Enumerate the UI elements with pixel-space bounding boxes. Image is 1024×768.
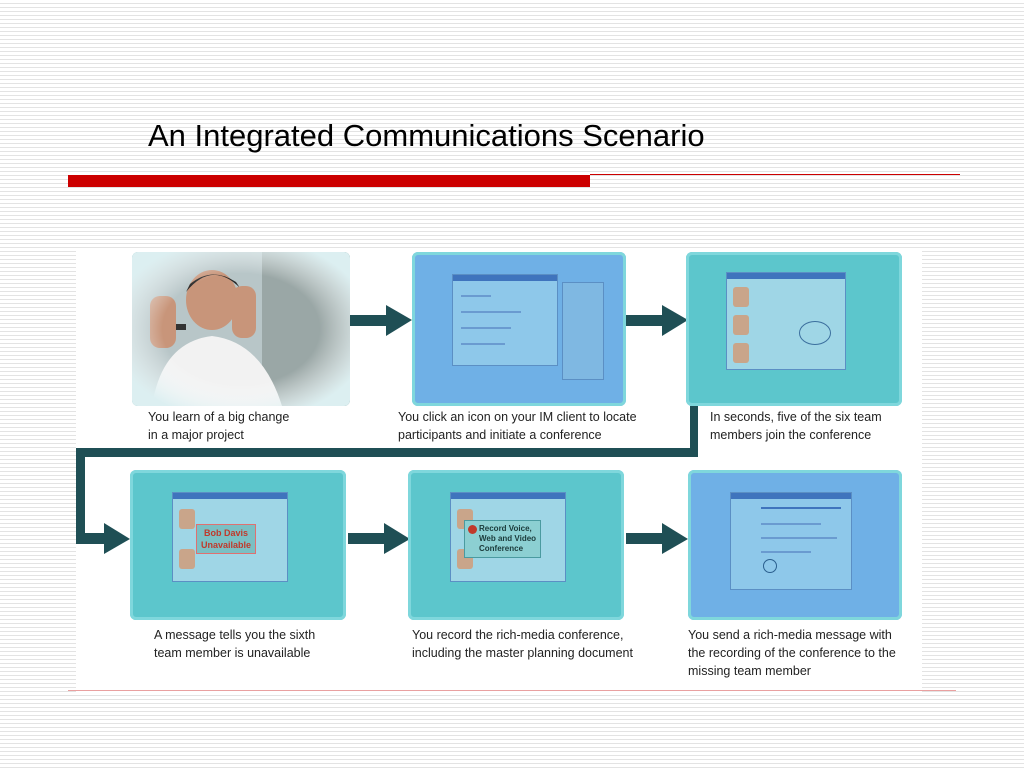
conference-icon xyxy=(799,321,831,345)
title-underline-thin xyxy=(590,174,960,175)
participant-avatar xyxy=(179,549,195,569)
person-on-phone-photo xyxy=(132,252,350,406)
step3-caption-line2: members join the conference xyxy=(710,428,872,442)
step5-caption: You record the rich-media conference, in… xyxy=(412,626,633,662)
scenario-diagram: You learn of a big change in a major pro… xyxy=(76,248,922,692)
connector-horizontal xyxy=(76,448,698,457)
step5-screenshot-panel: Record Voice, Web and Video Conference xyxy=(408,470,624,620)
participant-avatar xyxy=(733,315,749,335)
arrow-into-step4 xyxy=(76,533,106,544)
connector-vertical-left xyxy=(76,448,85,540)
unavailable-notice-status: Unavailable xyxy=(201,540,252,550)
step3-caption: In seconds, five of the six team members… xyxy=(710,408,882,444)
arrow-step1-to-step2-head xyxy=(386,305,412,336)
bottom-divider xyxy=(68,690,956,691)
record-notice-line3: Conference xyxy=(479,544,524,553)
connector-vertical-right xyxy=(690,406,698,450)
conference-window xyxy=(726,272,846,370)
slide-title: An Integrated Communications Scenario xyxy=(148,118,705,153)
step4-caption-line1: A message tells you the sixth xyxy=(154,628,316,642)
step3-screenshot-panel xyxy=(686,252,902,406)
record-notice-line2: Web and Video xyxy=(479,534,537,543)
step4-screenshot-panel: Bob Davis Unavailable xyxy=(130,470,346,620)
unavailable-notice-name: Bob Davis xyxy=(204,528,249,538)
step2-caption: You click an icon on your IM client to l… xyxy=(398,408,637,444)
im-client-window xyxy=(452,274,558,366)
record-notice-line1: Record Voice, xyxy=(479,524,532,533)
step4-caption: A message tells you the sixth team membe… xyxy=(154,626,315,662)
title-underline-thick xyxy=(68,175,590,187)
record-icon xyxy=(468,525,477,534)
attachment-icon xyxy=(763,559,777,573)
step2-caption-line2: participants and initiate a conference xyxy=(398,428,602,442)
step5-caption-line1: You record the rich-media conference, xyxy=(412,628,624,642)
arrow-step5-to-step6-head xyxy=(662,523,688,554)
step6-caption-line1: You send a rich-media message with xyxy=(688,628,892,642)
step6-caption-line3: missing team member xyxy=(688,664,811,678)
participant-avatar xyxy=(733,343,749,363)
step1-caption-line1: You learn of a big change xyxy=(148,410,290,424)
arrow-step2-to-step3 xyxy=(626,315,664,326)
step6-caption-line2: the recording of the conference to the xyxy=(688,646,896,660)
window-titlebar xyxy=(453,275,557,281)
message-window xyxy=(730,492,852,590)
flow-arrows xyxy=(76,305,698,554)
step6-screenshot-panel xyxy=(688,470,902,620)
participant-avatar xyxy=(733,287,749,307)
step2-screenshot-panel xyxy=(412,252,626,406)
arrow-step4-to-step5 xyxy=(348,533,386,544)
step3-caption-line1: In seconds, five of the six team xyxy=(710,410,882,424)
step6-caption: You send a rich-media message with the r… xyxy=(688,626,896,680)
step2-caption-line1: You click an icon on your IM client to l… xyxy=(398,410,637,424)
unavailable-notice: Bob Davis Unavailable xyxy=(196,524,257,554)
arrow-step1-to-step2 xyxy=(350,315,388,326)
side-window xyxy=(562,282,604,380)
arrow-step5-to-step6 xyxy=(626,533,664,544)
step1-photo-panel xyxy=(132,252,350,406)
step1-caption: You learn of a big change in a major pro… xyxy=(148,408,289,444)
arrow-into-step4-head xyxy=(104,523,130,554)
arrow-step2-to-step3-head xyxy=(662,305,688,336)
record-notice: Record Voice, Web and Video Conference xyxy=(464,520,542,558)
participant-avatar xyxy=(179,509,195,529)
step1-caption-line2: in a major project xyxy=(148,428,244,442)
arrow-step4-to-step5-head xyxy=(384,523,410,554)
step4-caption-line2: team member is unavailable xyxy=(154,646,311,660)
step5-caption-line2: including the master planning document xyxy=(412,646,633,660)
